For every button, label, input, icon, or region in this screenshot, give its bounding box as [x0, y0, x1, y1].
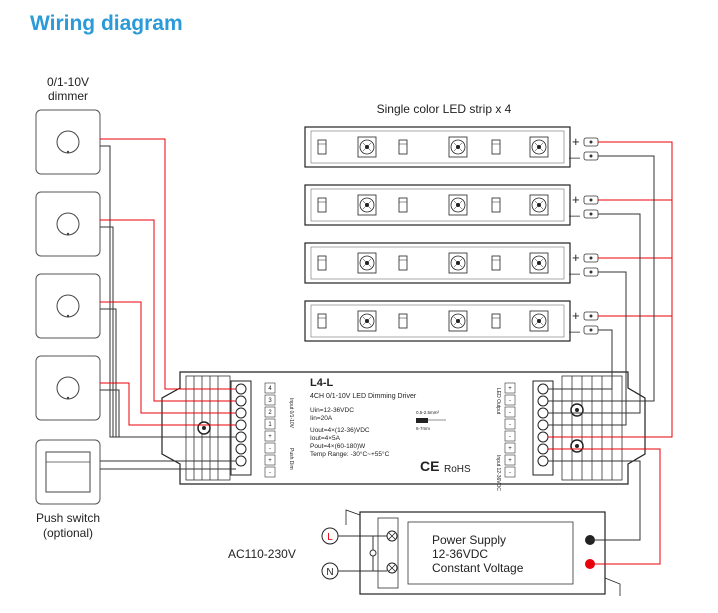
dimmer-3[interactable] — [35, 273, 101, 339]
led-strip-4: + — — [304, 300, 599, 342]
ce-mark: CE — [420, 458, 439, 474]
dimmer-1[interactable] — [35, 109, 101, 175]
driver-spec-1: Uin=12-36VDC — [310, 407, 354, 414]
left-term-label-2: 3 — [268, 398, 272, 404]
left-term-label-6: - — [269, 446, 271, 452]
strip-2-minus: — — [569, 210, 580, 222]
strip-4-minus: — — [569, 326, 580, 338]
strip-3-minus: — — [569, 268, 580, 280]
strip-label: Single color LED strip x 4 — [377, 102, 512, 116]
dimmer-knob-icon — [56, 130, 80, 154]
push-switch-label-line2: (optional) — [43, 526, 93, 540]
psu-line-1: Power Supply — [432, 533, 506, 547]
push-switch[interactable] — [35, 439, 101, 505]
driver-spec-5: Pout=4×(60-180)W — [310, 443, 366, 450]
right-term-label-5: - — [509, 434, 511, 440]
right-term-label-8: - — [509, 470, 511, 476]
right-term-label-7: + — [508, 458, 512, 464]
left-term-label-3: 2 — [268, 410, 272, 416]
dimmer-2[interactable] — [35, 191, 101, 257]
strip-2-plus: + — [572, 192, 580, 207]
psu-line-3: Constant Voltage — [432, 561, 524, 575]
right-term-label-1: + — [508, 386, 512, 392]
wire-note-2: 6-7mm — [416, 426, 430, 431]
left-side-label-1: Input 0/1-10V — [288, 398, 294, 429]
strip-1-minus: — — [569, 152, 580, 164]
left-term-label-5: + — [268, 434, 272, 440]
ac-input: L N — [321, 527, 387, 580]
psu-line-2: 12-36VDC — [432, 547, 488, 561]
left-side-label-2: Push Dim — [288, 448, 294, 470]
driver-spec-6: Temp Range: -30°C~+55°C — [310, 450, 390, 458]
dimmer-label-line2: dimmer — [48, 89, 88, 103]
power-supply: Power Supply 12-36VDC Constant Voltage — [345, 509, 621, 596]
neutral-label: N — [326, 567, 333, 578]
dimmer-4[interactable] — [35, 355, 101, 421]
driver-spec-2: Iin=20A — [310, 415, 333, 422]
page-title: Wiring diagram — [30, 12, 183, 35]
wire-note-1: 0.5-2.5mm² — [416, 410, 440, 415]
right-term-label-2: - — [509, 398, 511, 404]
right-term-label-3: - — [509, 410, 511, 416]
left-term-label-1: 4 — [268, 386, 272, 392]
driver-spec-4: Iout=4×5A — [310, 435, 341, 442]
push-switch-label-line1: Push switch — [36, 511, 100, 525]
strip-4-plus: + — [572, 308, 580, 323]
dimmer-label-line1: 0/1-10V — [47, 75, 89, 89]
driver-model: L4-L — [310, 377, 334, 389]
push-button-icon — [45, 451, 91, 493]
output-wires — [548, 141, 673, 565]
left-term-label-8: - — [269, 470, 271, 476]
led-strip-1: + — — [304, 126, 599, 168]
strip-3-plus: + — [572, 250, 580, 265]
driver-spec-3: Uout=4×(12-36)VDC — [310, 427, 370, 434]
strip-1-plus: + — [572, 134, 580, 149]
dimmer-knob-icon — [56, 294, 80, 318]
dimmer-wires — [100, 138, 236, 470]
dimming-driver: 4 3 2 1 + - + - Input 0/1-10V Push Dim L… — [161, 371, 646, 491]
right-term-label-4: - — [509, 422, 511, 428]
dimmer-knob-icon — [56, 376, 80, 400]
right-term-label-6: + — [508, 446, 512, 452]
left-term-label-7: + — [268, 458, 272, 464]
right-side-label-2: Input 12-36VDC — [495, 455, 501, 491]
right-side-label-1: LED Output — [495, 388, 501, 415]
led-strip-2: + — — [304, 184, 599, 226]
dimmer-knob-icon — [56, 212, 80, 236]
live-label: L — [327, 532, 333, 543]
led-strip-3: + — — [304, 242, 599, 284]
left-term-label-4: 1 — [268, 422, 272, 428]
driver-desc: 4CH 0/1-10V LED Dimming Driver — [310, 393, 417, 400]
rohs-mark: RoHS — [444, 464, 471, 475]
ac-label: AC110-230V — [228, 547, 296, 561]
